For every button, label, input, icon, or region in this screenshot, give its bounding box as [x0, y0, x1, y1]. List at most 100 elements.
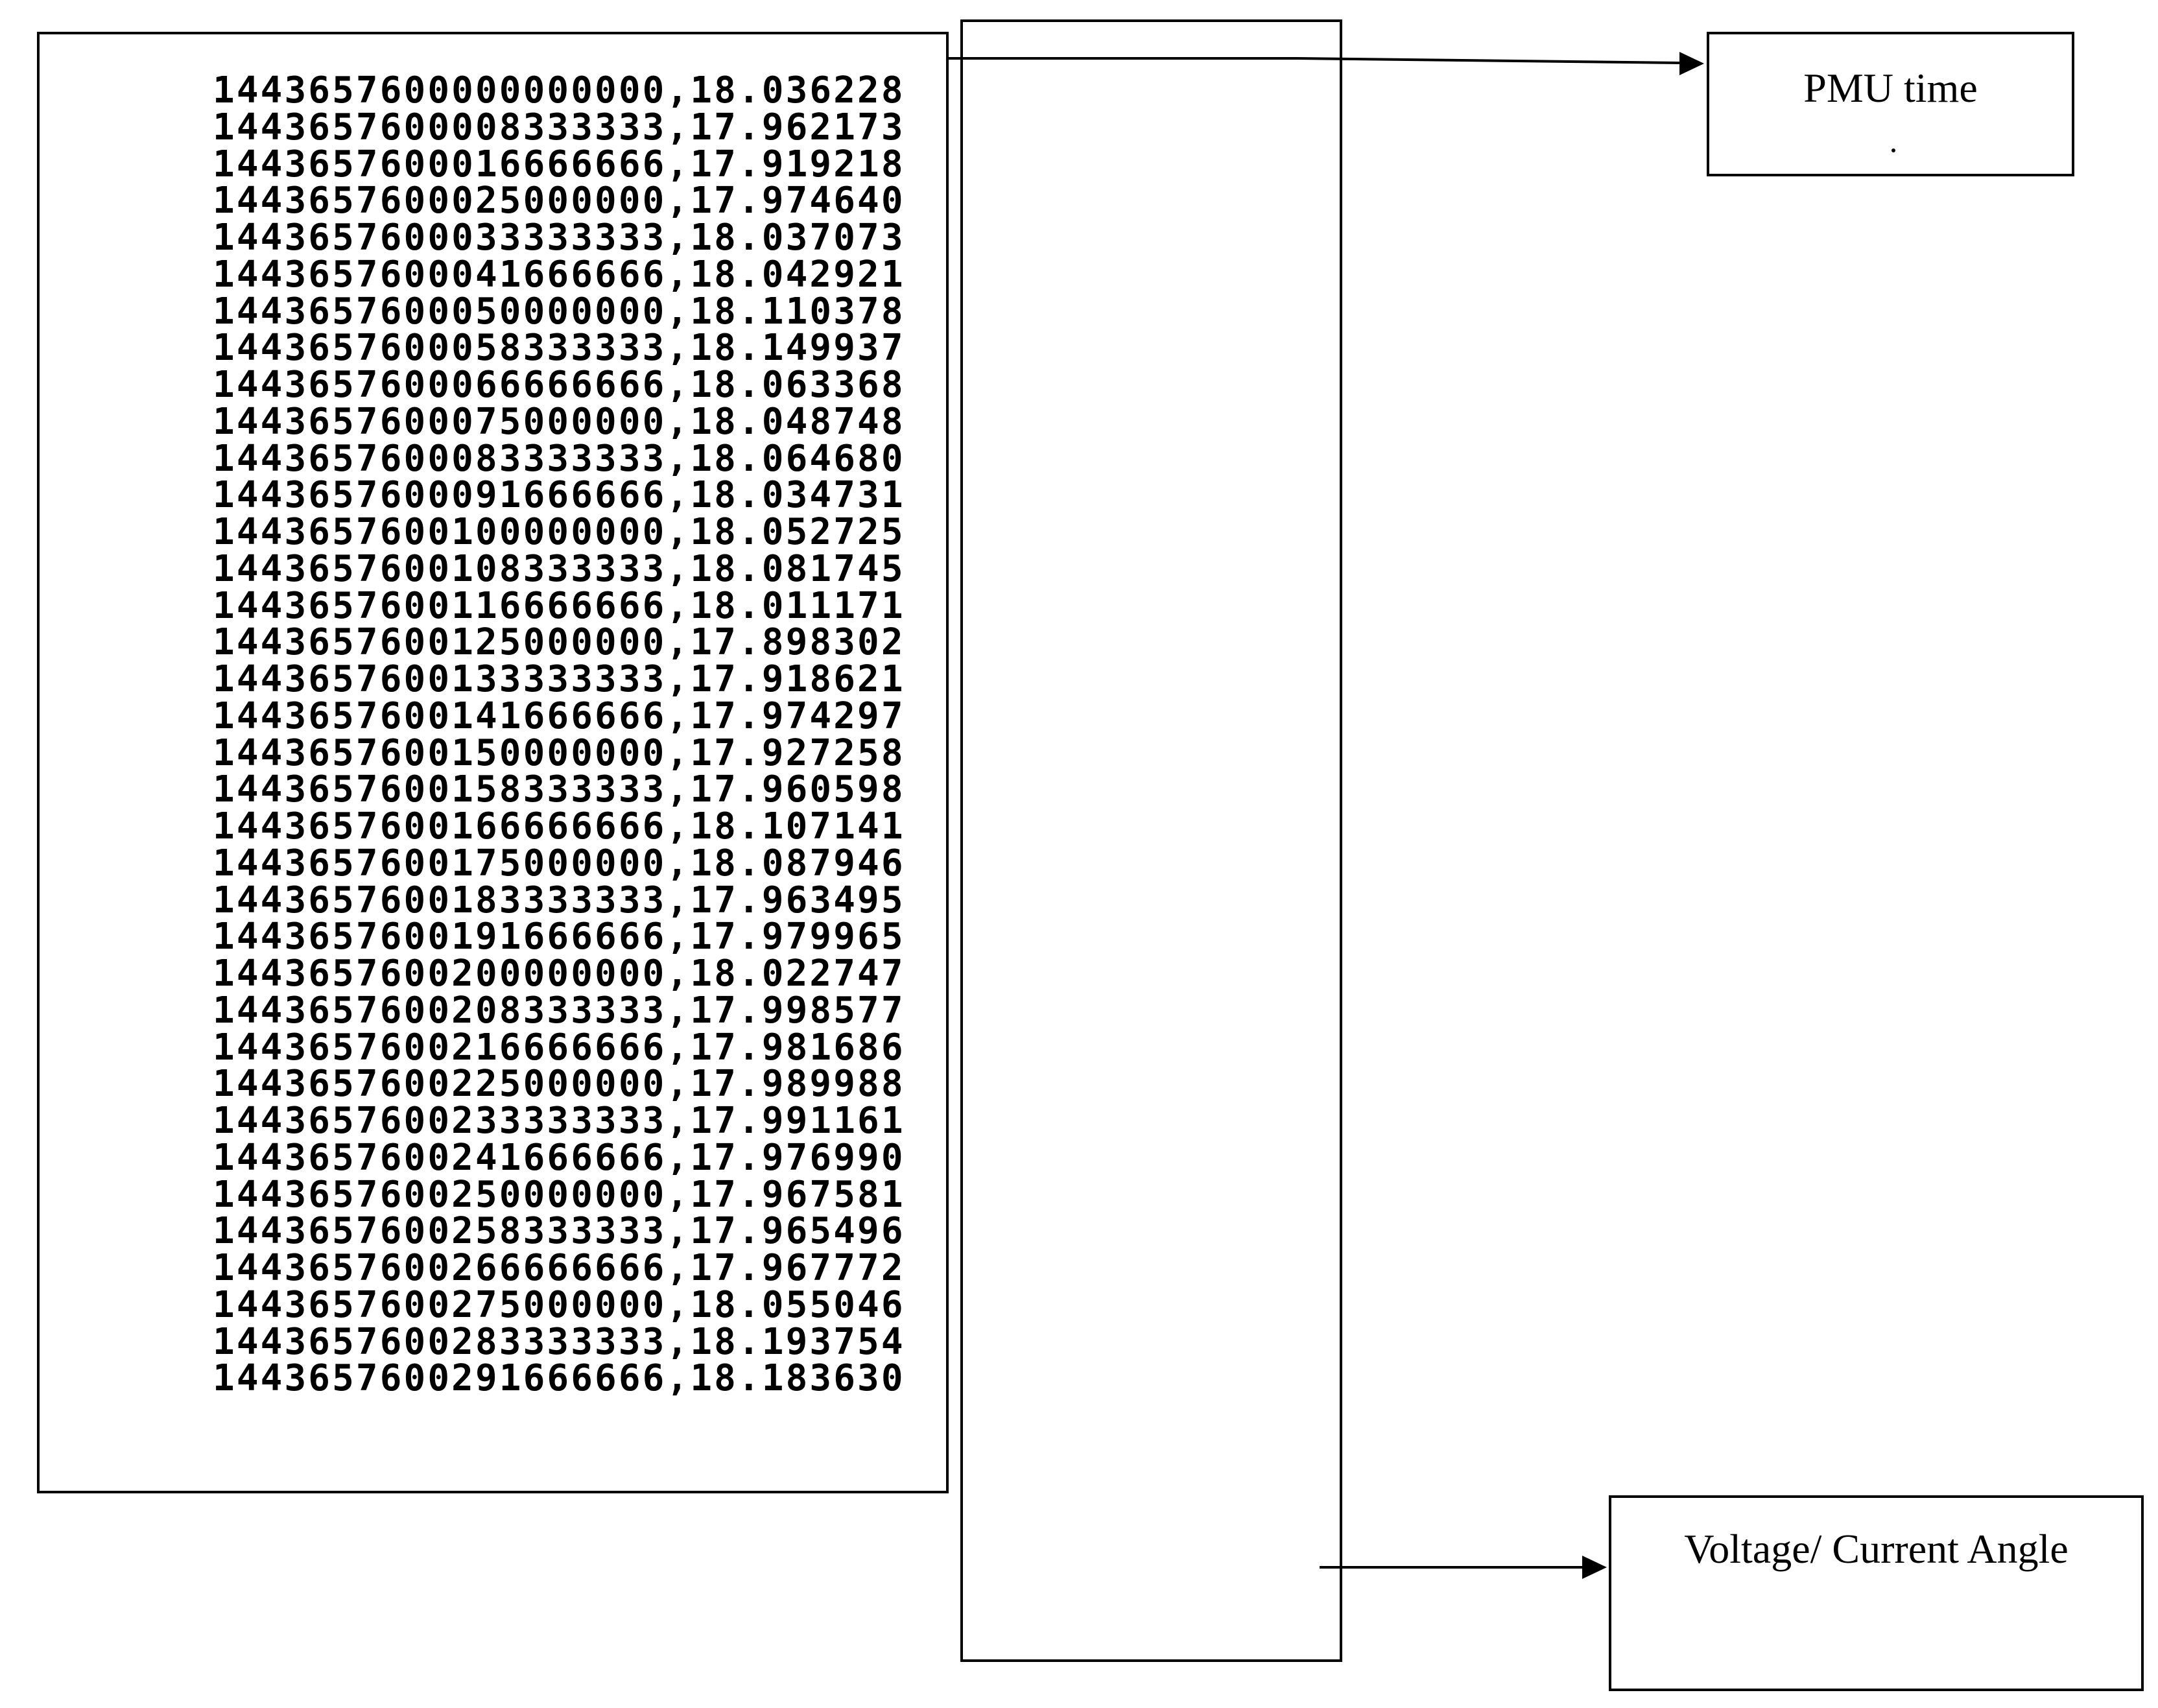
angle-value: 18.042921 [690, 253, 905, 296]
pmu-time-value: 1443657600150000000 [213, 731, 667, 774]
row-separator: , [666, 1136, 691, 1179]
row-separator: , [666, 511, 691, 553]
angle-value: 18.036228 [690, 69, 905, 112]
angle-value: 18.052725 [690, 511, 905, 553]
pmu-time-value: 1443657600100000000 [213, 511, 667, 553]
stray-dot [1891, 148, 1895, 152]
data-row: 1443657600225000000,17.989988 [213, 1063, 905, 1106]
row-separator: , [666, 217, 691, 259]
pmu-time-value: 1443657600175000000 [213, 842, 667, 884]
data-row: 1443657600116666666,18.011171 [213, 584, 905, 627]
data-row: 1443657600291666666,18.183630 [213, 1360, 905, 1397]
data-row: 1443657600083333333,18.064680 [213, 437, 905, 480]
data-row: 1443657600200000000,18.022747 [213, 953, 905, 995]
angle-value: 18.087946 [690, 842, 905, 884]
pmu-time-value: 1443657600258333333 [213, 1210, 667, 1253]
row-separator: , [666, 658, 691, 700]
pmu-time-value: 1443657600066666666 [213, 364, 667, 406]
pmu-time-value: 1443657600125000000 [213, 621, 667, 664]
pmu-time-value: 1443657600200000000 [213, 953, 667, 995]
pmu-time-arrow [949, 52, 1704, 75]
angle-label-box: Voltage/ Current Angle [1609, 1495, 2144, 1691]
data-row: 1443657600241666666,17.976990 [213, 1136, 905, 1179]
pmu-time-value: 1443657600025000000 [213, 180, 667, 222]
data-row: 1443657600066666666,18.063368 [213, 364, 905, 406]
row-separator: , [666, 768, 691, 811]
row-separator: , [666, 1210, 691, 1253]
pmu-arrowhead-icon [1679, 52, 1704, 75]
angle-value: 18.022747 [690, 953, 905, 995]
data-row: 1443657600183333333,17.963495 [213, 882, 905, 919]
angle-value: 17.963495 [690, 879, 905, 921]
angle-value: 18.193754 [690, 1320, 905, 1363]
pmu-time-value: 1443657600041666666 [213, 253, 667, 296]
angle-value: 17.998577 [690, 989, 905, 1032]
row-separator: , [666, 1100, 691, 1142]
row-separator: , [666, 1357, 691, 1400]
pmu-time-value: 1443657600075000000 [213, 400, 667, 443]
row-separator: , [666, 180, 691, 222]
angle-label: Voltage/ Current Angle [1684, 1526, 2069, 1572]
data-row: 1443657600050000000,18.110378 [213, 290, 905, 333]
row-separator: , [666, 106, 691, 148]
row-separator: , [666, 879, 691, 921]
angle-value: 18.063368 [690, 364, 905, 406]
row-separator: , [666, 1320, 691, 1363]
angle-value: 17.967772 [690, 1247, 905, 1289]
data-row: 1443657600258333333,17.965496 [213, 1213, 905, 1250]
angle-value: 18.037073 [690, 217, 905, 259]
row-separator: , [666, 731, 691, 774]
angle-value: 18.011171 [690, 584, 905, 627]
pmu-time-value: 1443657600116666666 [213, 584, 667, 627]
angle-value: 17.919218 [690, 143, 905, 185]
pmu-time-value: 1443657600166666666 [213, 805, 667, 848]
row-separator: , [666, 1026, 691, 1069]
angle-value: 18.055046 [690, 1283, 905, 1326]
angle-value: 17.898302 [690, 621, 905, 664]
row-separator: , [666, 989, 691, 1032]
data-row: 1443657600108333333,18.081745 [213, 551, 905, 588]
row-separator: , [666, 290, 691, 333]
row-separator: , [666, 916, 691, 958]
angle-arrowhead-icon [1582, 1556, 1607, 1579]
row-separator: , [666, 437, 691, 480]
row-separator: , [666, 400, 691, 443]
pmu-time-value: 1443657600250000000 [213, 1173, 667, 1216]
pmu-time-value: 1443657600183333333 [213, 879, 667, 921]
row-separator: , [666, 953, 691, 995]
data-row: 1443657600000000000,18.036228 [213, 72, 905, 110]
data-row: 1443657600008333333,17.962173 [213, 109, 905, 147]
angle-value: 17.989988 [690, 1063, 905, 1106]
data-row: 1443657600125000000,17.898302 [213, 624, 905, 661]
data-row: 1443657600100000000,18.052725 [213, 514, 905, 551]
pmu-time-value: 1443657600283333333 [213, 1320, 667, 1363]
pmu-time-value: 1443657600158333333 [213, 768, 667, 811]
pmu-time-column-box [37, 32, 949, 1493]
row-separator: , [666, 327, 691, 370]
data-row: 1443657600041666666,18.042921 [213, 253, 905, 296]
angle-value: 17.918621 [690, 658, 905, 700]
data-row: 1443657600208333333,17.998577 [213, 989, 905, 1032]
pmu-time-value: 1443657600141666666 [213, 694, 667, 737]
data-row: 1443657600175000000,18.087946 [213, 845, 905, 883]
data-row: 1443657600025000000,17.974640 [213, 180, 905, 222]
angle-value: 17.927258 [690, 731, 905, 774]
angle-value: 17.974297 [690, 694, 905, 737]
angle-value: 17.962173 [690, 106, 905, 148]
angle-value: 17.960598 [690, 768, 905, 811]
angle-value: 18.081745 [690, 547, 905, 590]
row-separator: , [666, 1063, 691, 1106]
data-row: 1443657600075000000,18.048748 [213, 400, 905, 443]
pmu-time-value: 1443657600083333333 [213, 437, 667, 480]
angle-column-box [960, 19, 1342, 1662]
row-separator: , [666, 621, 691, 664]
angle-value: 18.183630 [690, 1357, 905, 1400]
pmu-time-value: 1443657600091666666 [213, 474, 667, 517]
pmu-time-value: 1443657600225000000 [213, 1063, 667, 1106]
data-row: 1443657600141666666,17.974297 [213, 698, 905, 735]
pmu-time-value: 1443657600291666666 [213, 1357, 667, 1400]
pmu-time-value: 1443657600050000000 [213, 290, 667, 333]
row-separator: , [666, 547, 691, 590]
pmu-time-value: 1443657600016666666 [213, 143, 667, 185]
angle-value: 17.965496 [690, 1210, 905, 1253]
